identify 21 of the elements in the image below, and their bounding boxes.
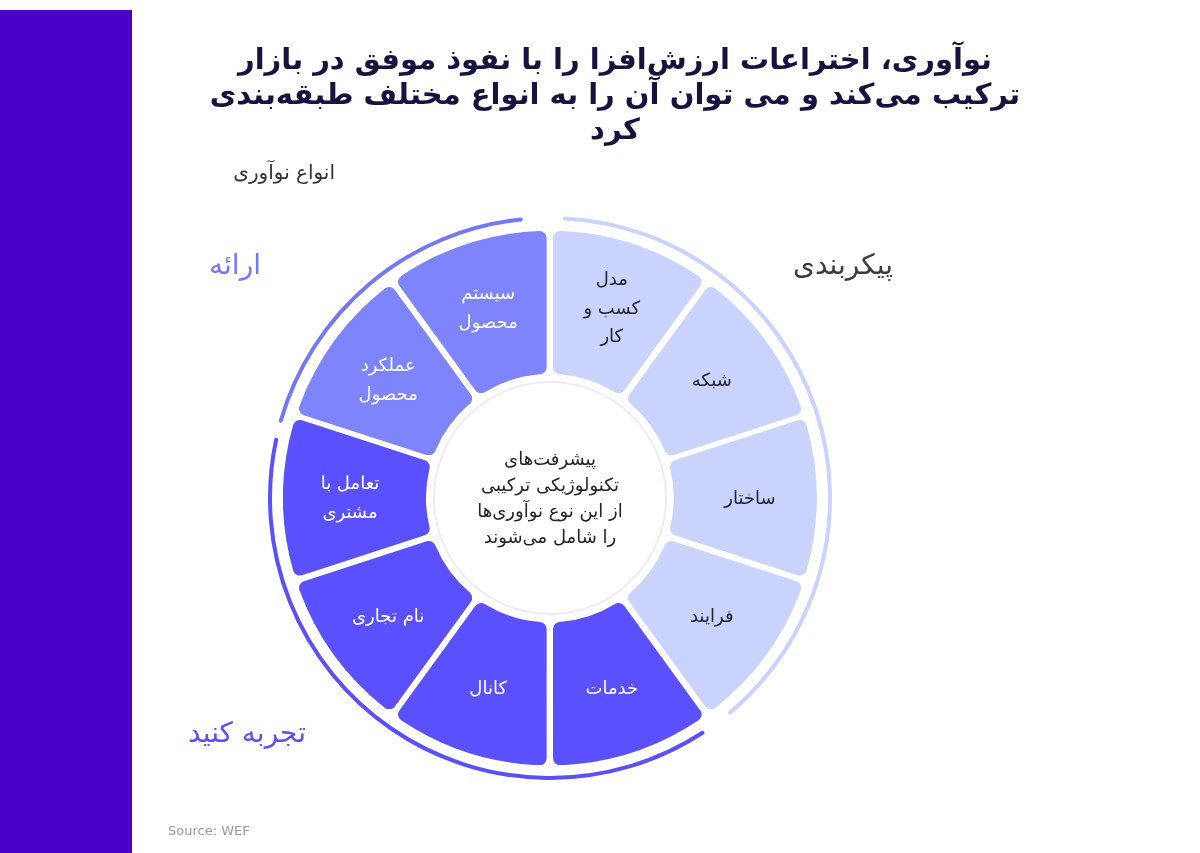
- segment-label: ساختار: [722, 485, 777, 510]
- source-note: Source: WEF: [168, 823, 250, 838]
- segment-label: شبکه: [690, 368, 733, 393]
- wheel-segment: [670, 420, 817, 576]
- segment-label: مدل کسب و کار: [581, 266, 642, 349]
- segment-label: خدمات: [584, 675, 640, 700]
- wheel-segment: [283, 420, 430, 576]
- segment-label: تعامل با مشتری: [319, 471, 381, 525]
- segment-label: عملکرد محصول: [357, 353, 419, 407]
- title: نوآوری، اختراعات ارزش‌افزا را با نفوذ موفق در بازار ترکیب می‌کند و می توان آن را به انواع مختلف طبقه‌بندی کرد: [208, 42, 1022, 147]
- wheel-segment: [398, 602, 547, 765]
- side-bar: [0, 10, 132, 853]
- category-label: تجربه کنید: [187, 716, 307, 749]
- segment-label: سیستم محصول: [457, 281, 519, 335]
- heading: انواع نوآوری: [233, 160, 335, 184]
- center-text: پیشرفت‌های تکنولوژیکی ترکیبی از این نوع نوآوری‌ها را شامل می‌شوند: [477, 446, 623, 550]
- category-label: پیکربندی: [792, 248, 894, 281]
- segment-label: کانال: [468, 675, 508, 700]
- segment-label: فرایند: [689, 603, 735, 629]
- segment-label: نام تجاری: [351, 603, 426, 628]
- category-label: ارائه: [208, 248, 262, 281]
